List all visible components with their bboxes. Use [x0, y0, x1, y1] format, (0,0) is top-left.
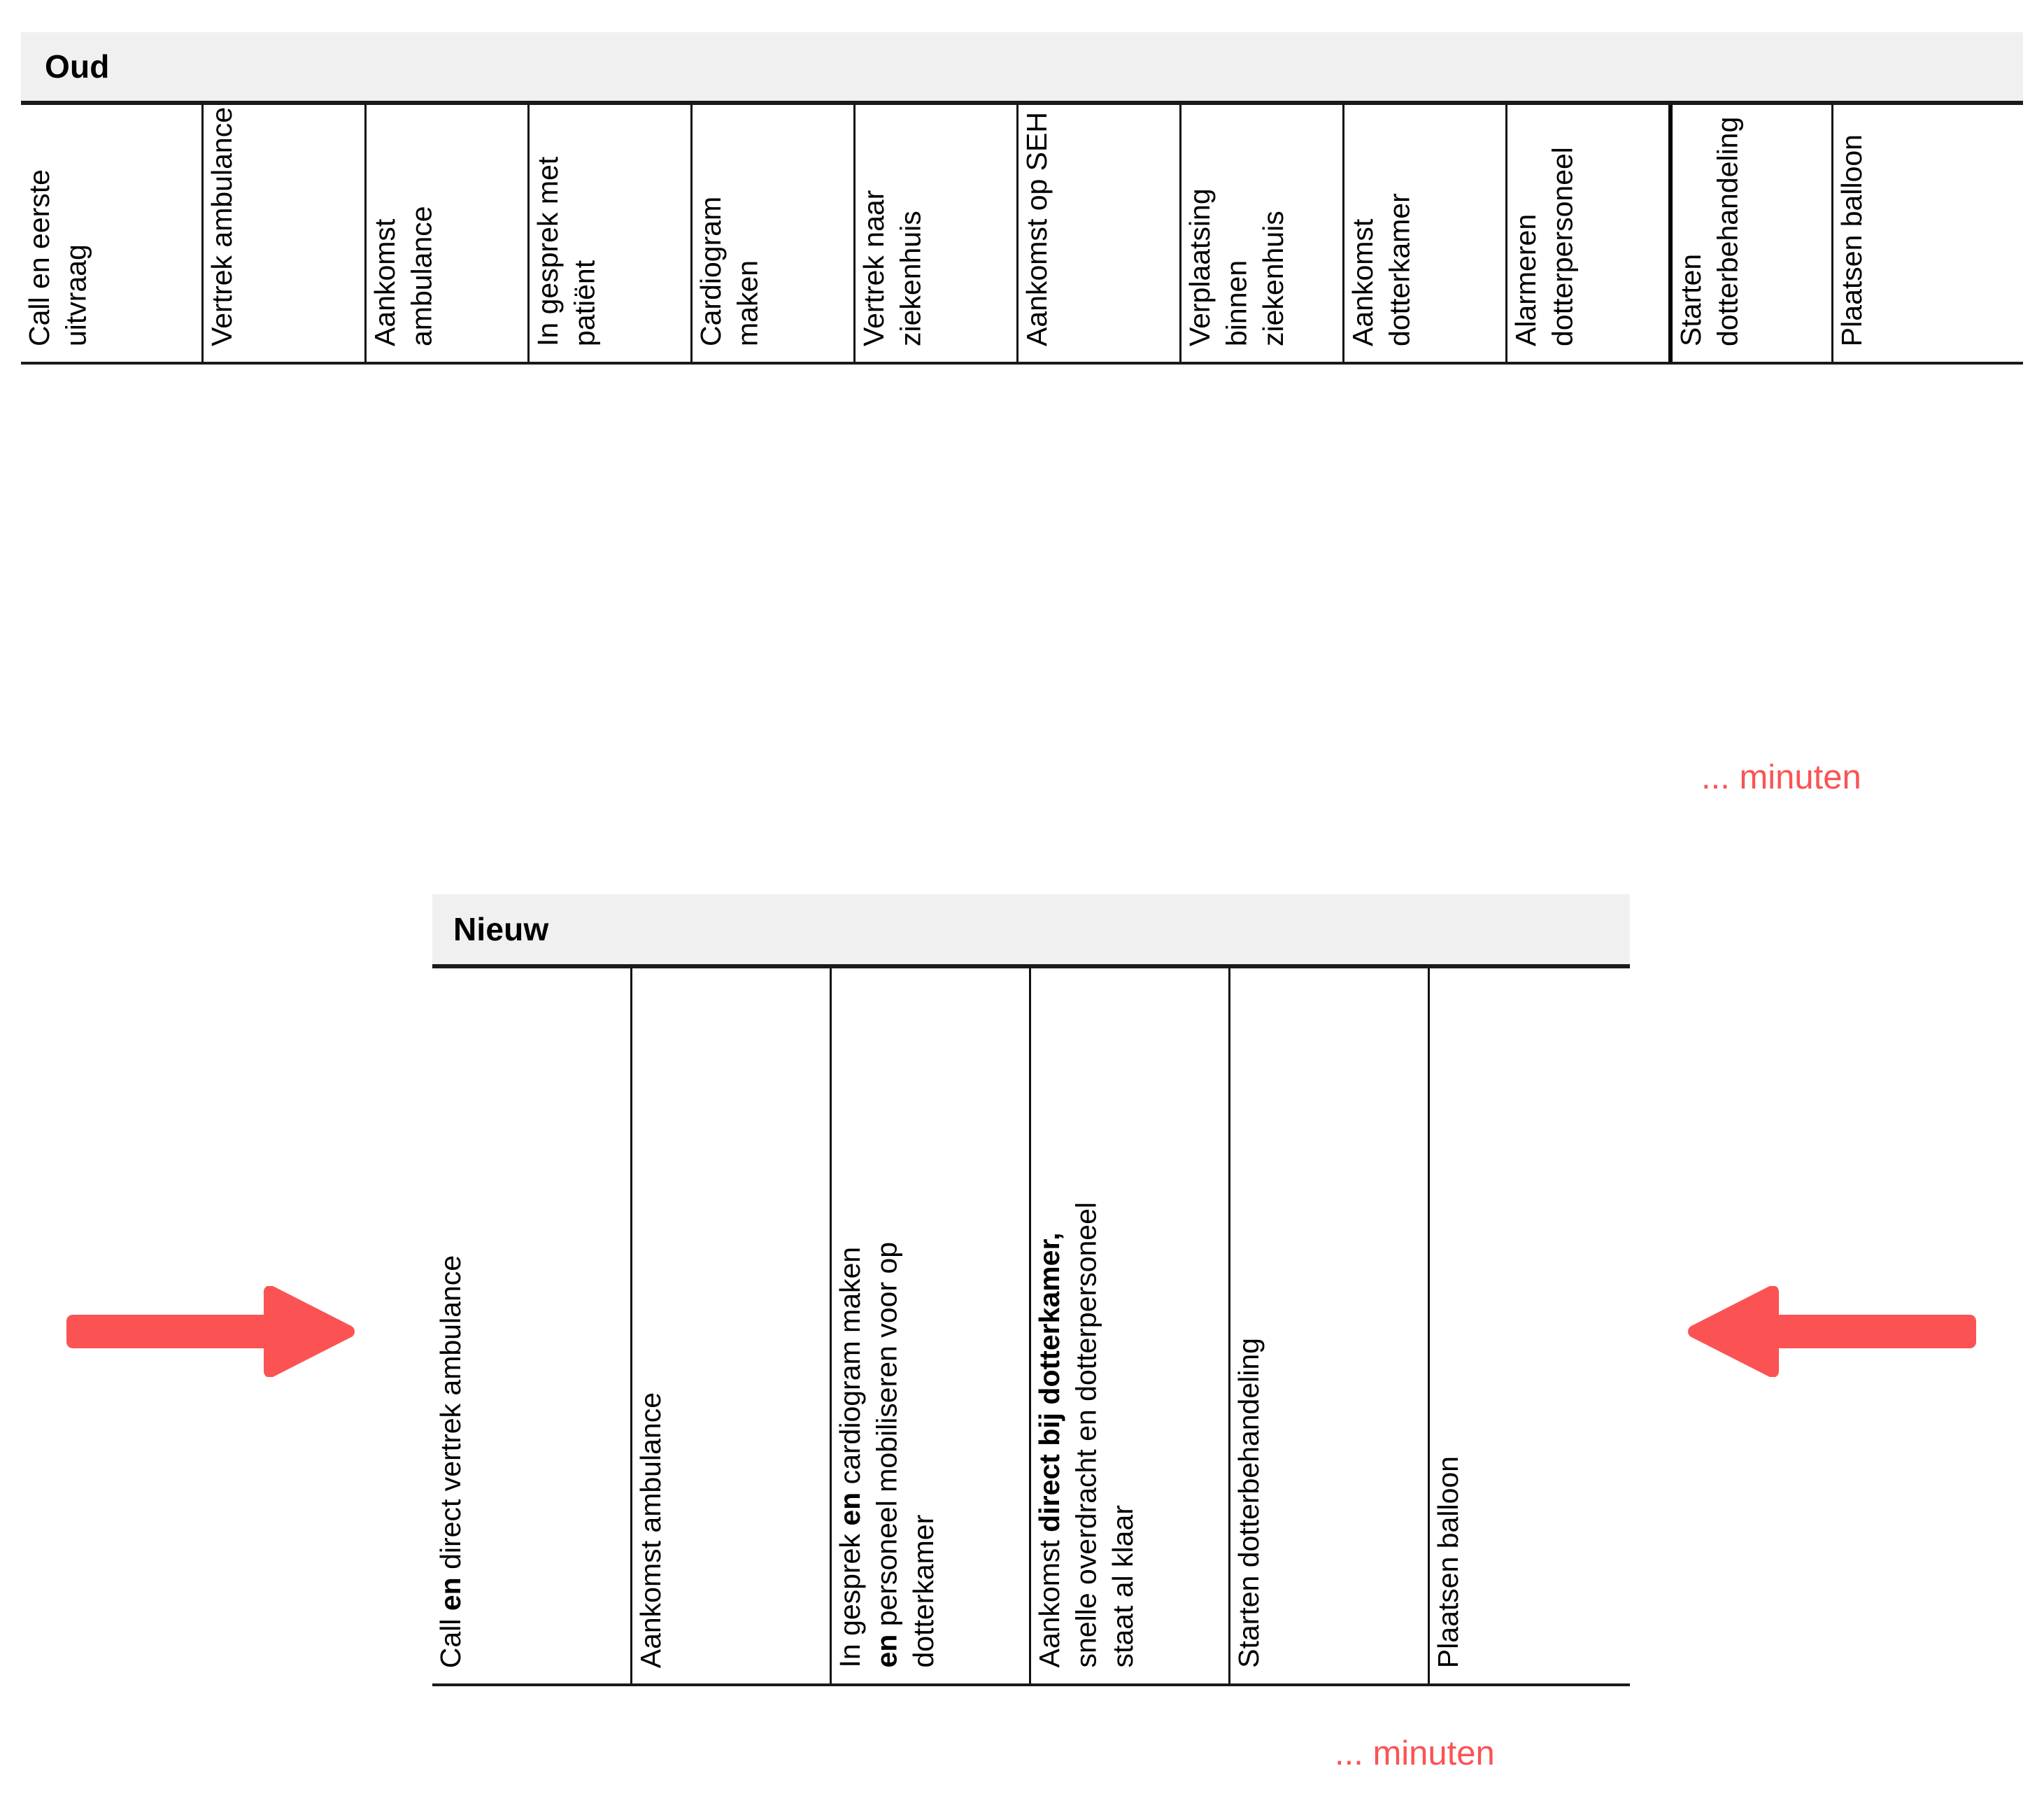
new-timeline-step-0: Call en direct vertrek ambulance — [432, 968, 630, 1683]
plain-text: direct vertrek ambulance — [434, 1255, 467, 1578]
old-timeline-step-label: Alarmeren dotterpersoneel — [1510, 147, 1579, 346]
plain-text: Aankomst — [1033, 1532, 1065, 1668]
plain-text: Aankomst ambulance — [634, 1392, 667, 1668]
new-timeline-step-1: Aankomst ambulance — [630, 968, 830, 1683]
old-timeline-step-label: Call en eerste uitvraag — [23, 169, 92, 346]
old-process-timeline: Oud Call en eerste uitvraag Vertrek ambul… — [21, 32, 2023, 365]
old-timeline-step-label: Aankomst ambulance — [369, 206, 438, 346]
old-timeline-step-label: Vertrek ambulance — [206, 107, 238, 346]
old-timeline-step-label: Aankomst dotterkamer — [1347, 193, 1416, 346]
plain-text: snelle overdracht en dotterpersoneel sta… — [1070, 1202, 1139, 1668]
old-timeline-step-3: In gesprek met patiënt — [527, 105, 690, 362]
new-timeline-header: Nieuw — [432, 894, 1630, 964]
new-timeline-step-label: Call en direct vertrek ambulance — [432, 1255, 487, 1668]
new-timeline-step-label: In gesprek en cardiogram maken en person… — [832, 1242, 960, 1668]
old-timeline-step-label: Vertrek naar ziekenhuis — [858, 190, 927, 346]
new-timeline-step-2: In gesprek en cardiogram maken en person… — [830, 968, 1029, 1683]
plain-text: In gesprek — [834, 1526, 866, 1668]
plain-text: cardiogram maken — [834, 1247, 866, 1485]
old-timeline-step-label: Aankomst op SEH — [1021, 112, 1053, 346]
emphasis-text: direct bij dotterkamer, — [1033, 1232, 1065, 1533]
old-timeline-step-5: Vertrek naar ziekenhuis — [853, 105, 1016, 362]
new-duration-caption: ... minuten — [1335, 1735, 1495, 1772]
old-timeline-track: Call en eerste uitvraag Vertrek ambulance… — [21, 101, 2023, 365]
new-timeline-step-3: Aankomst direct bij dotterkamer, snelle … — [1029, 968, 1228, 1683]
old-timeline-step-label: In gesprek met patiënt — [532, 156, 601, 346]
old-timeline-step-7: Verplaatsing binnen ziekenhuis — [1179, 105, 1342, 362]
old-timeline-step-6: Aankomst op SEH — [1016, 105, 1179, 362]
old-timeline-step-label: Verplaatsing binnen ziekenhuis — [1184, 188, 1289, 346]
plain-text: Call — [434, 1610, 467, 1668]
old-timeline-step-label: Starten dotterbehandeling — [1675, 116, 1744, 346]
new-timeline-step-label: Plaatsen balloon — [1430, 1456, 1484, 1668]
new-timeline-step-5: Plaatsen balloon — [1428, 968, 1627, 1683]
plain-text: Plaatsen balloon — [1432, 1455, 1464, 1668]
old-timeline-title: Oud — [45, 48, 110, 85]
old-timeline-step-9: Alarmeren dotterpersoneel — [1505, 105, 1668, 362]
emphasis-text: en — [870, 1634, 903, 1668]
old-timeline-step-0: Call en eerste uitvraag — [21, 105, 201, 362]
old-duration-caption: ... minuten — [1701, 758, 1861, 796]
old-timeline-step-10: Starten dotterbehandeling — [1668, 105, 1831, 362]
arrow-right-icon — [66, 1286, 355, 1377]
old-timeline-step-label: Cardiogram maken — [695, 196, 764, 346]
new-timeline-step-label: Starten dotterbehandeling — [1230, 1338, 1285, 1668]
old-timeline-header: Oud — [21, 32, 2023, 101]
old-timeline-step-1: Vertrek ambulance — [201, 105, 364, 362]
new-timeline-step-label: Aankomst ambulance — [632, 1392, 687, 1668]
plain-text: Starten dotterbehandeling — [1233, 1338, 1265, 1668]
arrow-left-icon — [1688, 1286, 1976, 1377]
plain-text: personeel mobiliseren voor op dotterkame… — [870, 1242, 939, 1668]
emphasis-text: en — [834, 1492, 866, 1527]
old-timeline-step-4: Cardiogram maken — [690, 105, 853, 362]
new-timeline-step-4: Starten dotterbehandeling — [1228, 968, 1428, 1683]
new-timeline-title: Nieuw — [453, 911, 549, 947]
old-timeline-step-8: Aankomst dotterkamer — [1342, 105, 1505, 362]
old-timeline-step-11: Plaatsen balloon — [1831, 105, 1994, 362]
new-timeline-step-label: Aankomst direct bij dotterkamer, snelle … — [1031, 1202, 1159, 1668]
old-timeline-step-label: Plaatsen balloon — [1836, 134, 1868, 346]
old-timeline-step-2: Aankomst ambulance — [364, 105, 527, 362]
emphasis-text: en — [434, 1577, 467, 1611]
